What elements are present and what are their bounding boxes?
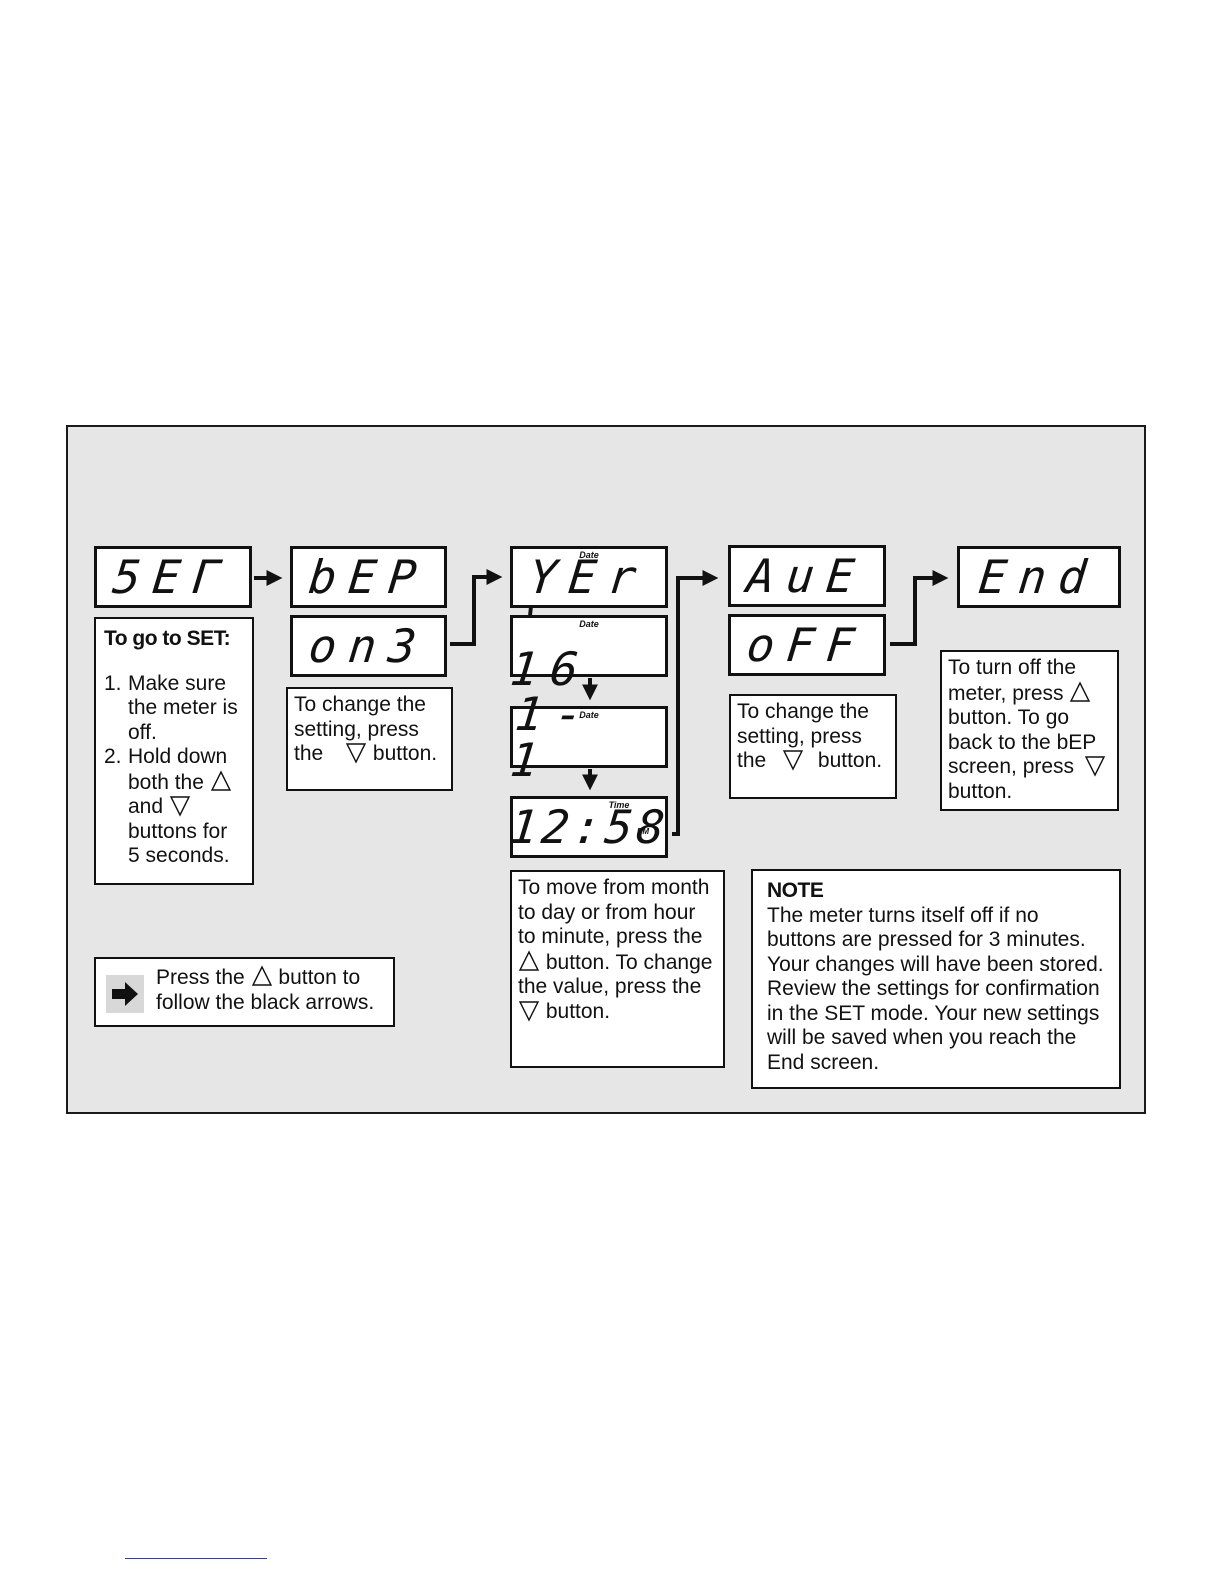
lcd-set: 5EΓ <box>94 546 252 608</box>
lcd-yer: Date YEr <box>510 546 668 608</box>
down-triangle-icon <box>345 743 367 764</box>
legend-text-after: button to follow the black arrows. <box>156 966 375 1014</box>
lcd-off: oFF <box>728 614 886 676</box>
step-text: Make sure the meter is off. <box>128 671 238 744</box>
end-text-mid: button. To go back to the bEP screen, pr… <box>948 706 1096 778</box>
end-text-after: button. <box>948 779 1013 803</box>
step-number: 1. <box>104 671 122 695</box>
lcd-time-value-tag: Time <box>608 800 630 810</box>
lcd-date-value: Date 1- 1 <box>508 687 668 787</box>
time-text-after: button. <box>545 999 611 1023</box>
note-box: NOTE The meter turns itself off if no bu… <box>751 869 1121 1089</box>
time-text-mid: button. To change the value, press the <box>518 950 713 999</box>
step-text: and <box>128 795 164 818</box>
step-text: buttons for 5 seconds. <box>128 819 230 868</box>
lcd-yer-tag: Date <box>579 550 599 560</box>
lcd-ave: AuE <box>728 545 886 607</box>
lcd-time-pm: PM <box>637 827 649 836</box>
down-triangle-icon <box>169 796 191 817</box>
lcd-year-value-tag: Date <box>579 619 599 629</box>
arrow-time-to-ave <box>672 570 719 836</box>
set-step-1: 1. Make sure the meter is off. <box>104 672 244 746</box>
lcd-end: End <box>957 546 1121 608</box>
up-triangle-icon <box>251 965 272 986</box>
legend: Press the button to follow the black arr… <box>94 957 395 1027</box>
set-instructions: To go to SET: 1. Make sure the meter is … <box>94 617 254 885</box>
legend-text: Press the <box>156 966 245 989</box>
lcd-date-value-tag: Date <box>579 710 599 720</box>
note-heading: NOTE <box>767 879 824 902</box>
lcd-bep: bEP <box>290 546 447 608</box>
lcd-time-value: Time 12:58 PM <box>507 796 671 858</box>
down-triangle-icon <box>1084 756 1106 777</box>
off-instructions: To change the setting, press the button. <box>729 694 897 799</box>
up-triangle-icon <box>1070 680 1091 702</box>
arrow-on3-to-yer <box>450 569 503 646</box>
end-instructions: To turn off the meter, press button. To … <box>940 650 1119 811</box>
note-body: The meter turns itself off if no buttons… <box>767 903 1104 1074</box>
arrow-off-to-end <box>890 570 949 646</box>
up-triangle-icon <box>518 949 540 971</box>
footer-rule <box>125 1558 267 1559</box>
bep-text: To change the setting, press the <box>294 693 426 765</box>
down-triangle-icon <box>518 1000 540 1022</box>
time-text: To move from month to day or from hour t… <box>518 876 710 948</box>
set-heading: To go to SET: <box>104 627 231 650</box>
off-text-after: button. <box>817 749 883 772</box>
step-text: Hold down both the <box>128 745 228 794</box>
right-arrow-icon <box>112 982 138 1006</box>
legend-arrow-swatch <box>106 975 144 1013</box>
off-text: To change the setting, press the <box>737 700 869 772</box>
set-steps: 1. Make sure the meter is off. 2. Hold d… <box>104 672 244 869</box>
time-instructions: To move from month to day or from hour t… <box>510 870 725 1068</box>
lcd-on3: on3 <box>290 615 447 677</box>
up-triangle-icon <box>210 769 231 791</box>
bep-text-after: button. <box>372 742 438 765</box>
down-triangle-icon <box>782 750 804 771</box>
lcd-year-value: Date ' 16 <box>508 596 668 696</box>
step-number: 2. <box>104 745 122 768</box>
end-text: To turn off the meter, press <box>948 656 1077 705</box>
set-step-2: 2. Hold down both the and buttons for 5 … <box>104 745 244 869</box>
bep-instructions: To change the setting, press the button. <box>286 687 453 791</box>
